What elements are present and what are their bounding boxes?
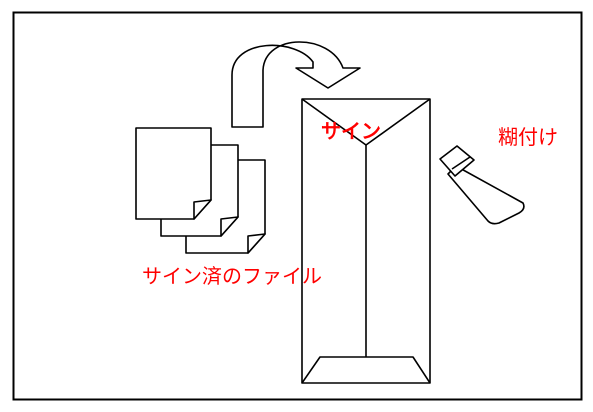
glue-label: 糊付け	[498, 125, 558, 149]
sign-label: サイン	[321, 119, 381, 143]
documents-icon	[135, 127, 266, 254]
glue-stick-icon	[439, 145, 525, 225]
curved-arrow-icon	[231, 41, 361, 128]
signed-files-label: サイン済のファイル	[142, 264, 322, 288]
envelope-icon	[301, 98, 431, 384]
